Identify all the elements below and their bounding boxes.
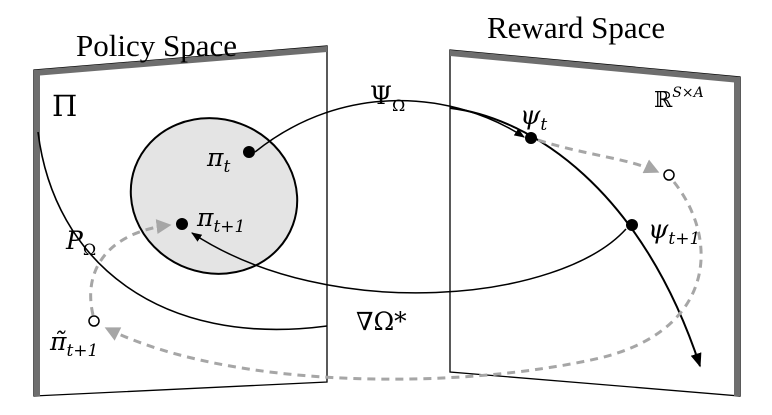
psi-map-label: ΨΩ bbox=[370, 81, 405, 115]
pi-t-subscript: t bbox=[223, 157, 230, 177]
pi-t1-subscript: t+1 bbox=[213, 217, 245, 237]
pi-tilde-point bbox=[88, 315, 100, 327]
policy-set-symbol: Π bbox=[52, 89, 77, 123]
reward-space-superscript: S×A bbox=[672, 85, 703, 101]
projection-subscript: Ω bbox=[83, 240, 96, 259]
policy-space-panel: Policy Space Π πt πt+1 π̃t+1 PΩ bbox=[33, 28, 328, 397]
reward-space-title: Reward Space bbox=[487, 10, 665, 45]
return-dashed-path bbox=[104, 181, 703, 381]
reward-space-base: ℝ bbox=[654, 88, 673, 113]
policy-panel-left-edge bbox=[34, 70, 40, 396]
psi-t1-label: ψt+1 bbox=[648, 215, 700, 249]
pi-t1-symbol: π bbox=[196, 203, 214, 232]
reward-space-panel: Reward Space ℝS×A ψt ψt+1 bbox=[449, 10, 741, 397]
psi-t-label: ψt bbox=[520, 101, 547, 135]
policy-boundary-curve bbox=[37, 131, 328, 331]
psi-t-point bbox=[525, 132, 537, 144]
projection-symbol: P bbox=[65, 226, 84, 255]
reward-step-dashed-arrow bbox=[537, 138, 660, 174]
pi-tilde-symbol: π̃ bbox=[49, 327, 67, 356]
pi-t-point bbox=[243, 146, 255, 158]
psi-map-symbol: Ψ bbox=[370, 81, 392, 110]
pi-tilde-subscript: t+1 bbox=[66, 341, 98, 361]
projection-dashed-arrow bbox=[89, 219, 172, 316]
reward-panel-top-edge bbox=[450, 50, 740, 83]
pi-t-label: πt bbox=[206, 143, 230, 177]
pi-t-symbol: π bbox=[206, 143, 224, 172]
policy-panel-top-edge bbox=[34, 46, 327, 76]
reward-step-point bbox=[663, 169, 675, 181]
policy-region bbox=[129, 117, 299, 275]
gradient-map-arrow bbox=[191, 228, 627, 294]
projection-label: PΩ bbox=[65, 226, 96, 259]
pi-tilde-label: π̃t+1 bbox=[49, 327, 98, 361]
reward-space-symbol: ℝS×A bbox=[654, 85, 704, 113]
psi-map-arrow bbox=[254, 99, 525, 153]
psi-t-symbol: ψ bbox=[520, 101, 541, 131]
psi-map-subscript: Ω bbox=[392, 96, 405, 115]
psi-t1-subscript: t+1 bbox=[668, 229, 700, 249]
pi-t1-point bbox=[176, 218, 188, 230]
reward-panel-right-edge bbox=[734, 77, 740, 396]
policy-space-title: Policy Space bbox=[76, 28, 237, 63]
gradient-map-label: ∇Ω* bbox=[356, 307, 407, 336]
reward-trajectory-curve bbox=[449, 107, 702, 368]
pi-t1-label: πt+1 bbox=[196, 203, 245, 237]
psi-t-subscript: t bbox=[540, 115, 547, 135]
psi-t1-symbol: ψ bbox=[648, 215, 669, 245]
psi-t1-point bbox=[626, 219, 638, 231]
